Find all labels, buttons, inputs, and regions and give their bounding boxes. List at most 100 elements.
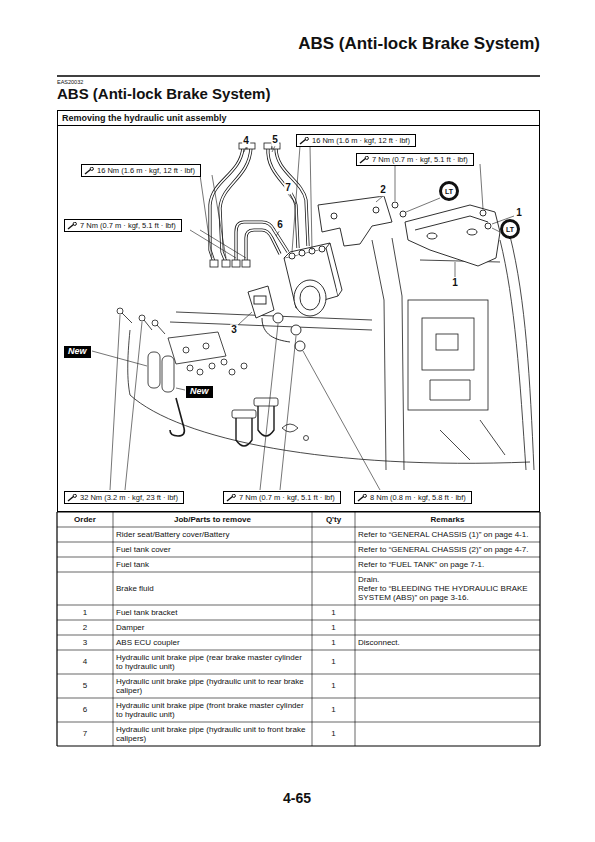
fuel-tank-bracket [480,210,486,216]
hydraulic-unit [291,325,301,335]
callout-number: 1 [515,207,523,219]
hydraulic-unit [295,341,305,351]
torque-icon [67,222,77,230]
torque-spec-box: 16 Nm (1.6 m · kgf, 12 ft · lbf) [296,134,416,147]
mark-text: LT [506,226,514,233]
table-rule [113,512,114,746]
table-cell: Hydraulic unit brake pipe (rear brake ma… [116,653,309,671]
torque-icon [358,496,364,501]
leader-line [260,324,296,490]
flare-nut [232,260,240,267]
torque-spec-box: 32 Nm (3.2 m · kgf, 23 ft · lbf) [64,491,184,504]
table-cell: 1 [60,608,110,617]
fuel-tank-bracket [485,223,491,229]
damper [318,196,392,246]
leader-line [238,216,514,325]
callout-number: 4 [242,135,250,147]
table-rule [57,557,540,558]
mounting-hardware [232,410,256,418]
callout-number: 6 [276,219,284,231]
leader-line [92,351,185,390]
frame-heading: Removing the hydraulic unit assembly [58,111,539,126]
table-cell: 4 [60,657,110,666]
leader-line [303,351,380,490]
mark-text: LT [445,188,453,195]
table-cell: 1 [315,623,352,632]
table-cell: Fuel tank bracket [116,608,309,617]
hydraulic-unit [273,313,283,323]
frame-lines [372,240,386,470]
torque-icon [360,158,366,163]
table-cell: Damper [116,623,309,632]
torque-value: 16 Nm (1.6 m · kgf, 12 ft · lbf) [97,166,195,175]
torque-icon [300,139,306,144]
mounting-hardware [170,398,184,436]
brake-pipe-outline [276,148,308,246]
leader-line [292,146,312,252]
battery-tray [408,300,488,410]
mounting-hardware [304,436,309,441]
mounting-hardware [162,356,174,392]
table-rule [57,605,540,606]
torque-icon [226,494,236,502]
leader-line [110,315,142,490]
table-cell: 6 [60,705,110,714]
mounting-hardware [258,406,274,436]
table-cell: Refer to “GENERAL CHASSIS (1)” on page 4… [358,530,537,539]
hydraulic-unit [289,253,295,259]
torque-spec-box: 7 Nm (0.7 m · kgf, 5.1 ft · lbf) [64,219,182,232]
table-rule [57,745,540,746]
battery-tray [436,334,458,350]
table-cell: 1 [315,705,352,714]
battery-tray [408,300,488,410]
table-cell: Fuel tank [116,560,309,569]
fuel-tank-bracket [392,202,398,208]
brake-pipe-outline [246,230,280,262]
torque-spec-box: 8 Nm (0.8 m · kgf, 5.8 ft · lbf) [354,491,472,504]
hydraulic-unit [273,243,342,351]
table-cell: 1 [315,608,352,617]
new-part-badge: New [64,346,91,358]
flare-nut [222,260,230,267]
procedure-frame: Removing the hydraulic unit assembly16 N… [57,110,540,512]
callout-number: 5 [271,134,279,146]
locking-agent-mark: LT [500,219,520,239]
table-cell: Disconnect. [358,638,537,647]
torque-icon [305,137,308,140]
torque-icon [67,494,77,502]
table-rule [57,722,540,723]
table-cell: Hydraulic unit brake pipe (front brake m… [116,701,309,719]
abs-ecu-coupler [248,286,274,318]
mounting-hardware [197,369,203,375]
callout-number: 7 [284,182,292,194]
hydraulic-unit [284,243,330,258]
table-rule [57,698,540,699]
mounting-hardware [183,347,189,353]
table-cell: Drain. [358,575,537,584]
table-rule [57,572,540,573]
mounting-hardware [241,363,247,369]
mounting-hardware [221,359,227,365]
damper [373,207,379,213]
torque-icon [365,156,368,159]
locking-agent-mark: LT [439,181,459,201]
hydraulic-unit [299,250,305,256]
table-cell: Order [60,515,110,524]
header-rule [57,75,540,77]
hydraulic-unit [300,286,320,310]
table-cell: Refer to “FUEL TANK” on page 7-1. [358,560,537,569]
table-rule [312,512,313,746]
torque-icon [359,156,369,164]
frame-lines [128,236,534,470]
leader-line [200,175,226,258]
torque-value: 16 Nm (1.6 m · kgf, 12 ft · lbf) [312,136,410,145]
callout-number: 3 [230,324,238,336]
table-cell: Hydraulic unit brake pipe (hydraulic uni… [116,725,309,743]
torque-value: 7 Nm (0.7 m · kgf, 5.1 ft · lbf) [372,155,468,164]
torque-value: 7 Nm (0.7 m · kgf, 5.1 ft · lbf) [80,221,176,230]
frame-lines [170,322,372,330]
hydraulic-unit [319,246,325,252]
torque-icon [363,494,366,497]
